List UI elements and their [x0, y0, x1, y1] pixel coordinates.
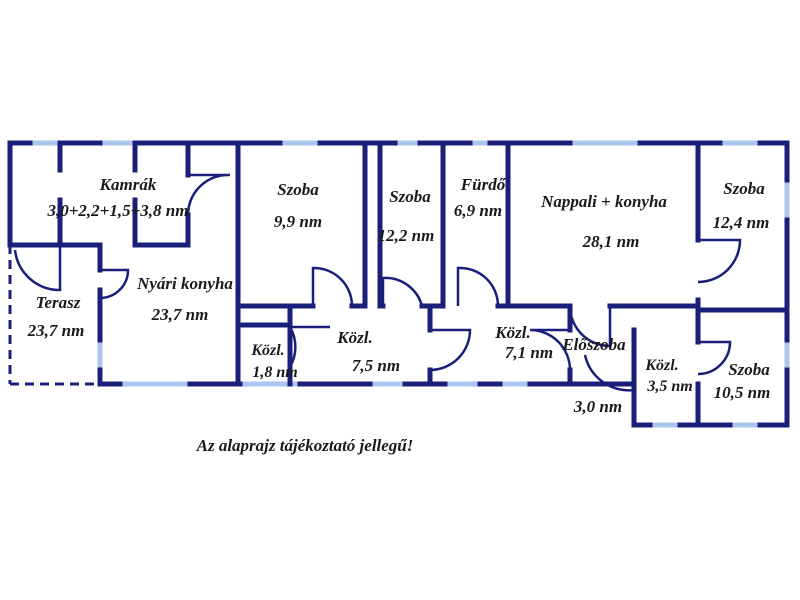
szoba-1-area: 9,9 nm: [274, 212, 322, 231]
szoba-2-area: 12,2 nm: [378, 226, 435, 245]
terasz-area: 23,7 nm: [27, 321, 85, 340]
szoba-3-area: 12,4 nm: [713, 213, 770, 232]
room-labels: Kamrák 3,0+2,2+1,5+3,8 nm Terasz 23,7 nm…: [27, 175, 771, 416]
szoba-2-name: Szoba: [389, 187, 431, 206]
windows: [30, 140, 790, 428]
nyari-konyha-area: 23,7 nm: [151, 305, 209, 324]
kozl-3-name: Közl.: [494, 323, 530, 342]
nappali-area: 28,1 nm: [582, 232, 640, 251]
kozl-1-area: 1,8 nm: [252, 364, 297, 381]
szoba-3-name: Szoba: [723, 179, 765, 198]
furdo-area: 6,9 nm: [454, 201, 502, 220]
nyari-konyha-name: Nyári konyha: [136, 274, 233, 293]
kozl-4-area: 3,5 nm: [646, 378, 692, 395]
nappali-name: Nappali + konyha: [540, 192, 667, 211]
disclaimer-text: Az alaprajz tájékoztató jellegű!: [196, 436, 414, 455]
terrace-outline: [8, 245, 100, 386]
kozl-2-area: 7,5 nm: [352, 356, 400, 375]
walls: [7, 140, 790, 428]
eloszoba-area: 3,0 nm: [573, 397, 622, 416]
furdo-name: Fürdő: [460, 175, 507, 194]
kozl-1-name: Közl.: [250, 342, 284, 359]
eloszoba-name: Előszoba: [561, 335, 626, 354]
kamrak-name: Kamrák: [99, 175, 157, 194]
terasz-name: Terasz: [36, 293, 81, 312]
kozl-2-name: Közl.: [336, 328, 372, 347]
szoba-1-name: Szoba: [277, 180, 319, 199]
kozl-3-area: 7,1 nm: [505, 343, 553, 362]
door-swings: [13, 173, 742, 392]
szoba-4-name: Szoba: [728, 360, 770, 379]
kamrak-area: 3,0+2,2+1,5+3,8 nm: [47, 201, 189, 220]
szoba-4-area: 10,5 nm: [714, 383, 771, 402]
kozl-4-name: Közl.: [644, 357, 678, 374]
